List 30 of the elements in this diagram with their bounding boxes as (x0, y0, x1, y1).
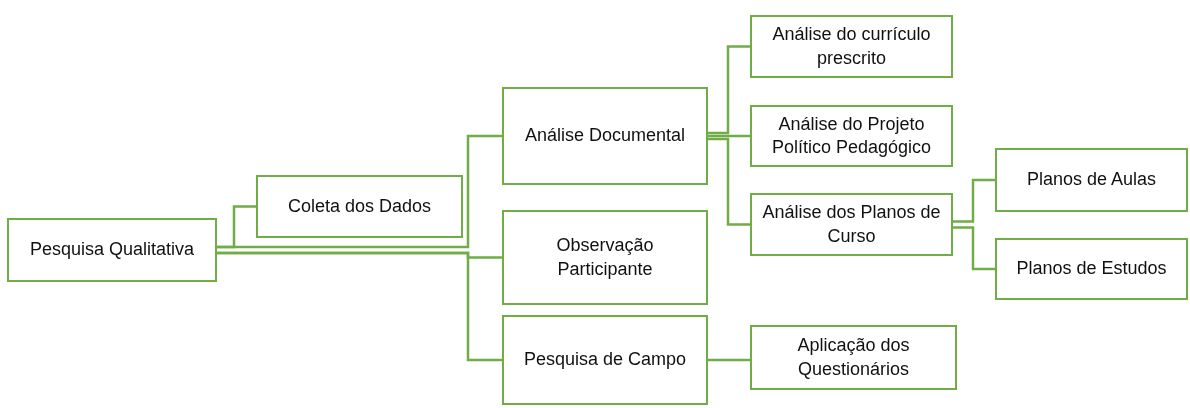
box-label: Planos de Estudos (1016, 257, 1167, 281)
box-label: Aplicação dos Questionários (796, 334, 911, 381)
box-label: Análise dos Planos de Curso (761, 201, 942, 248)
box-label: Pesquisa Qualitativa (29, 238, 195, 262)
process-box (995, 238, 1188, 300)
box-label: Pesquisa de Campo (523, 348, 687, 372)
box-label: Análise do Projeto Político Pedagógico (770, 112, 933, 159)
process-box (750, 325, 957, 390)
process-box (750, 193, 953, 256)
process-box (7, 218, 217, 282)
box-label: Análise do currículo prescrito (771, 23, 932, 70)
box-label: Análise Documental (524, 124, 686, 148)
connector-line (217, 134, 502, 249)
process-box (502, 315, 708, 405)
connector-line (217, 251, 502, 362)
connector-line (953, 226, 995, 271)
connector-line (708, 134, 750, 138)
connector-line (708, 358, 750, 362)
process-box (502, 210, 708, 305)
process-box (256, 175, 463, 238)
box-label: Planos de Aulas (1026, 168, 1157, 192)
connector-line (953, 178, 995, 223)
box-label: Observação Participante (555, 234, 655, 281)
connector-line (708, 137, 750, 226)
connector-line (708, 45, 750, 135)
process-box (750, 15, 953, 78)
process-box (995, 148, 1188, 212)
process-box (750, 105, 953, 167)
box-label: Coleta dos Dados (287, 194, 432, 218)
process-box (502, 87, 708, 185)
